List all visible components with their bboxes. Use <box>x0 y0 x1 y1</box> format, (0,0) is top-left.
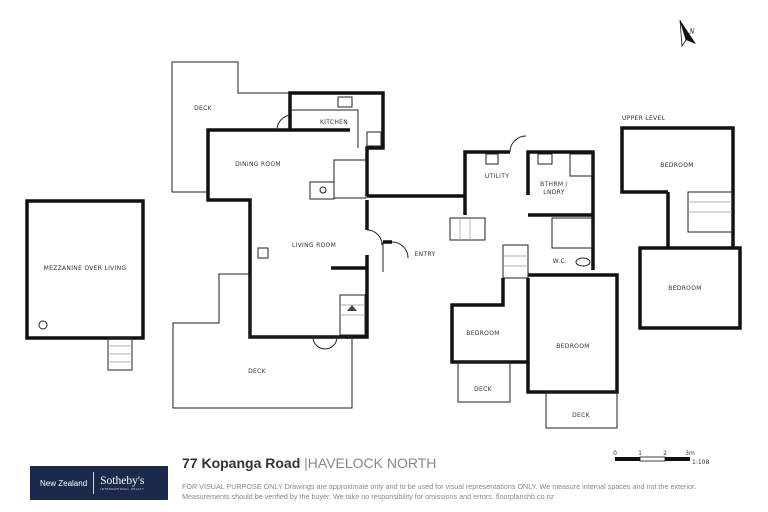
scale-tick: 1 <box>638 450 642 457</box>
scale-tick: 3m <box>685 450 695 457</box>
scale-bar: 0 1 2 3m 1:108 <box>613 450 709 466</box>
room-label-bedroom1: BEDROOM <box>466 330 499 337</box>
scale-tick: 2 <box>663 450 667 457</box>
mezzanine: MEZZANINE OVER LIVING <box>25 199 145 371</box>
logo-divider <box>93 472 95 494</box>
room-label-bthrm-1: BTHRM / <box>540 181 568 188</box>
deck-top <box>171 61 291 193</box>
room-label-dining: DINING ROOM <box>235 161 281 168</box>
room-label-living: LIVING ROOM <box>292 242 336 249</box>
upper-bedroom1-walls <box>620 126 735 248</box>
room-label-deck-bed2: DECK <box>572 412 591 419</box>
north-arrow-icon: N <box>679 19 696 48</box>
upper-level-label: UPPER LEVEL <box>622 115 666 122</box>
address: 77 Kopanga Road <box>182 455 301 471</box>
property-title: 77 Kopanga Road |HAVELOCK NORTH <box>182 455 436 471</box>
entry-hall <box>367 194 486 272</box>
room-label-entry: ENTRY <box>415 251 436 258</box>
north-label: N <box>688 27 695 36</box>
main-house <box>206 91 385 350</box>
room-label-deck-top: DECK <box>194 105 213 112</box>
room-label-kitchen: KITCHEN <box>320 119 348 126</box>
scale-ratio: 1:108 <box>692 459 709 466</box>
room-label-deck-bottom: DECK <box>248 368 267 375</box>
room-label-upper-bedroom1: BEDROOM <box>660 162 693 169</box>
utility-walls <box>463 150 510 215</box>
deck-bottom <box>172 273 353 409</box>
room-label-deck-bed1: DECK <box>474 386 493 393</box>
logo-region: New Zealand <box>40 478 88 488</box>
room-label-mezzanine: MEZZANINE OVER LIVING <box>44 265 127 272</box>
bathroom-walls <box>526 150 595 270</box>
title-separator: | <box>304 455 308 471</box>
scale-tick: 0 <box>613 450 617 457</box>
bedroom1-walls <box>450 278 530 364</box>
logo-brand: Sotheby's <box>100 475 145 487</box>
upper-bedroom2-walls <box>638 246 742 330</box>
bedroom2-walls <box>526 273 619 394</box>
room-label-upper-bedroom2: BEDROOM <box>668 285 701 292</box>
room-label-wc: W.C. <box>553 258 567 265</box>
room-label-bedroom2: BEDROOM <box>556 343 589 350</box>
disclaimer: FOR VISUAL PURPOSE ONLY Drawings are app… <box>182 482 697 501</box>
sothebys-logo: New Zealand Sotheby's INTERNATIONAL REAL… <box>30 466 168 500</box>
room-label-utility: UTILITY <box>485 173 509 180</box>
suburb: HAVELOCK NORTH <box>307 455 437 471</box>
logo-tagline: INTERNATIONAL REALTY <box>100 487 145 491</box>
room-label-bthrm-2: LNDRY <box>543 189 564 196</box>
